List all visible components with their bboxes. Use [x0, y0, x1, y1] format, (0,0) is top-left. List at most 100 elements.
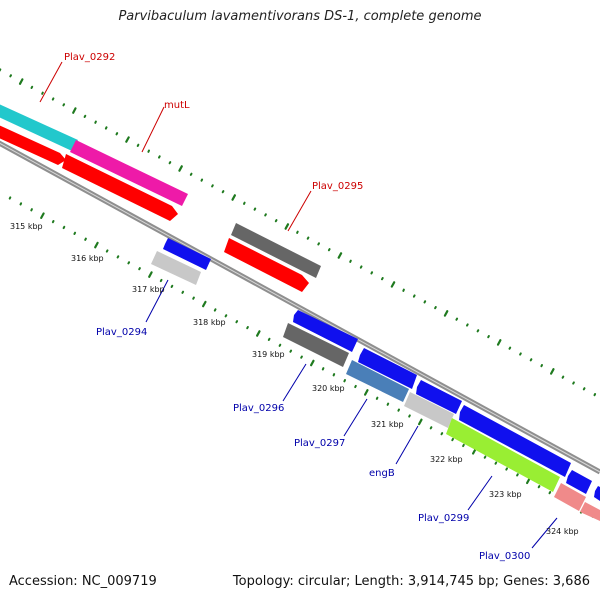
- gene-label-plav-0296: Plav_0296: [233, 403, 284, 414]
- callout-engb: [395, 425, 419, 465]
- kbp-label: 315 kbp: [10, 222, 43, 231]
- inner-track-minor-tick: [386, 402, 390, 406]
- outer-track-major-tick: [125, 136, 130, 143]
- outer-track-major-tick: [443, 310, 449, 317]
- red-cds-1: [0, 125, 66, 165]
- inner-track-minor-tick: [62, 225, 66, 230]
- genome-summary-text: Topology: circular; Length: 3,914,745 bp…: [232, 574, 590, 589]
- blue-cds-0300: [566, 470, 592, 494]
- outer-track-minor-tick: [466, 323, 469, 327]
- red-cds-2: [62, 154, 178, 221]
- inner-track-minor-tick: [537, 485, 541, 489]
- inner-track-minor-tick: [267, 337, 271, 341]
- outer-track-minor-tick: [147, 149, 150, 153]
- outer-track-minor-tick: [381, 277, 384, 281]
- inner-track-minor-tick: [440, 432, 444, 436]
- inner-track-minor-tick: [19, 202, 23, 206]
- outer-track-minor-tick: [296, 230, 299, 234]
- outer-track-minor-tick: [349, 259, 352, 263]
- inner-track-minor-tick: [397, 408, 400, 412]
- inner-track-minor-tick: [8, 196, 12, 200]
- figure-title: Parvibaculum lavamentivorans DS-1, compl…: [118, 9, 482, 24]
- inner-track-minor-tick: [73, 231, 77, 235]
- outer-track-major-tick: [549, 368, 555, 375]
- inner-track-major-tick: [472, 448, 477, 455]
- outer-track-major-tick: [390, 281, 396, 288]
- inner-track-minor-tick: [321, 367, 325, 371]
- outer-track-minor-tick: [136, 143, 140, 147]
- blue-cds-0299: [459, 405, 571, 477]
- inner-track-minor-tick: [462, 443, 465, 448]
- outer-track-minor-tick: [529, 358, 533, 362]
- inner-track-minor-tick: [246, 326, 249, 330]
- kbp-label: 324 kbp: [546, 527, 579, 536]
- outer-track-minor-tick: [168, 161, 172, 165]
- outer-track-minor-tick: [327, 248, 331, 252]
- callout-plav0296: [282, 363, 307, 402]
- outer-track-minor-tick: [274, 219, 278, 223]
- outer-track-minor-tick: [476, 329, 480, 333]
- inner-track-minor-tick: [170, 284, 174, 288]
- inner-track-minor-tick: [127, 261, 131, 265]
- inner-track-minor-tick: [181, 290, 185, 294]
- callout-lines: [39, 61, 558, 549]
- inner-track-minor-tick: [408, 414, 411, 418]
- outer-track-major-tick: [337, 252, 343, 259]
- light-gray-feature-0294: [151, 251, 201, 285]
- kbp-label: 321 kbp: [371, 420, 404, 429]
- outer-track-minor-tick: [264, 213, 267, 217]
- outer-track-major-tick: [178, 165, 183, 172]
- light-gray-feature-engb: [404, 392, 454, 428]
- outer-tick-track: [0, 68, 597, 397]
- outer-track-minor-tick: [253, 207, 257, 211]
- accession-text: Accession: NC_009719: [9, 574, 157, 589]
- inner-track-major-tick: [525, 477, 531, 485]
- inner-track-minor-tick: [224, 314, 228, 318]
- inner-track-minor-tick: [505, 467, 508, 471]
- outer-track-minor-tick: [83, 114, 87, 118]
- outer-track-minor-tick: [455, 317, 459, 321]
- callout-plav0292: [39, 61, 63, 103]
- outer-track-minor-tick: [561, 375, 565, 379]
- blue-cds-edge: [594, 486, 600, 501]
- outer-track-minor-tick: [487, 335, 490, 339]
- dark-gray-feature-0295: [231, 223, 321, 278]
- outer-track-minor-tick: [221, 190, 225, 194]
- outer-track-minor-tick: [508, 346, 512, 350]
- inner-track-minor-tick: [375, 396, 379, 400]
- inner-track-minor-tick: [30, 208, 33, 212]
- green-feature-0299: [446, 418, 560, 492]
- inner-track-minor-tick: [138, 267, 141, 271]
- inner-tick-track: [8, 196, 595, 518]
- callout-plav0300: [531, 517, 558, 549]
- inner-track-minor-tick: [332, 373, 336, 377]
- outer-track-minor-tick: [540, 364, 543, 368]
- outer-track-minor-tick: [434, 306, 437, 310]
- inner-track-minor-tick: [516, 473, 519, 477]
- inner-track-minor-tick: [51, 220, 55, 224]
- outer-track-minor-tick: [423, 300, 427, 304]
- inner-track-major-tick: [310, 359, 315, 367]
- outer-track-minor-tick: [317, 242, 320, 246]
- callout-mutl: [141, 106, 165, 153]
- salmon-feature-0300: [554, 483, 586, 511]
- outer-track-minor-tick: [211, 184, 214, 188]
- outer-track-minor-tick: [572, 381, 575, 385]
- outer-track-major-tick: [231, 194, 236, 201]
- inner-track-major-tick: [364, 389, 369, 396]
- inner-track-minor-tick: [235, 320, 239, 324]
- inner-track-minor-tick: [483, 455, 487, 459]
- dark-gray-feature-0296: [283, 323, 349, 367]
- outer-track-minor-tick: [30, 85, 34, 89]
- callout-plav0294: [145, 279, 169, 323]
- outer-track-minor-tick: [359, 265, 363, 269]
- inner-track-minor-tick: [300, 355, 303, 359]
- outer-track-minor-tick: [412, 294, 416, 298]
- outer-track-minor-tick: [243, 201, 246, 205]
- inner-track-minor-tick: [548, 491, 552, 495]
- kbp-label: 320 kbp: [312, 384, 345, 393]
- kbp-label: 316 kbp: [71, 254, 104, 263]
- kbp-label: 319 kbp: [252, 350, 285, 359]
